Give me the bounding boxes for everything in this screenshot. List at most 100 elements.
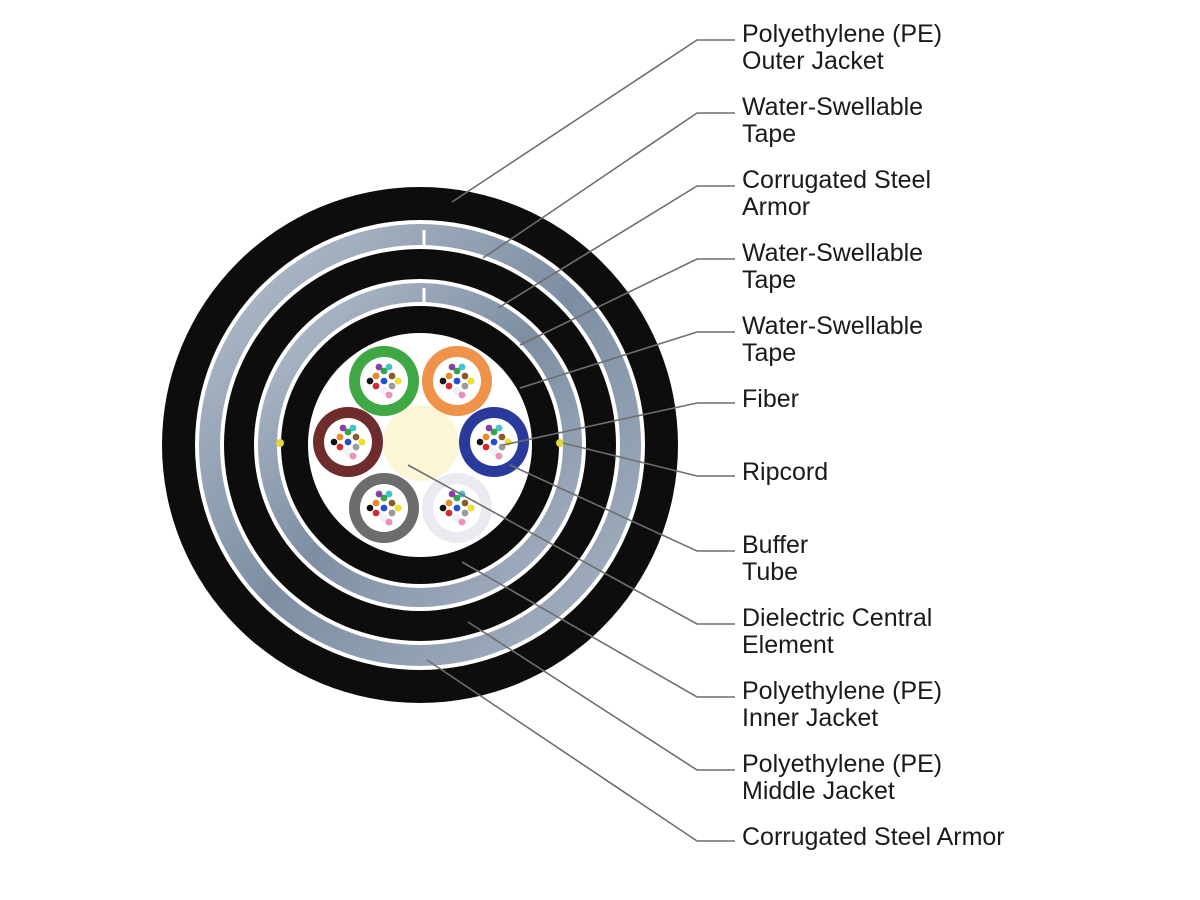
label-line: Tape	[742, 266, 796, 294]
fiber	[372, 499, 380, 507]
fiber	[380, 494, 388, 502]
label-line: Water-Swellable	[742, 239, 923, 267]
label-line: Buffer	[742, 531, 808, 559]
fiber	[336, 433, 344, 441]
fiber	[467, 377, 475, 385]
fiber	[394, 377, 402, 385]
fiber	[490, 438, 498, 446]
fiber	[372, 509, 380, 517]
fiber	[461, 499, 469, 507]
fiber	[453, 367, 461, 375]
fiber	[448, 363, 456, 371]
buffer-tube	[313, 407, 383, 477]
fiber	[330, 438, 338, 446]
fiber	[349, 452, 357, 460]
label-line: Armor	[742, 193, 810, 221]
fiber	[482, 433, 490, 441]
label-line: Water-Swellable	[742, 312, 923, 340]
fiber	[448, 490, 456, 498]
fiber	[498, 433, 506, 441]
leader-line-outer-jacket	[451, 39, 735, 203]
fiber	[388, 509, 396, 517]
fiber	[344, 428, 352, 436]
leader-line-water-tape-1	[482, 112, 735, 259]
label-line: Inner Jacket	[742, 704, 878, 732]
fiber	[445, 372, 453, 380]
label-ripcord: Ripcord	[742, 458, 828, 486]
label-line: Dielectric Central	[742, 604, 932, 632]
fiber	[388, 372, 396, 380]
buffer-tube	[349, 346, 419, 416]
fiber	[366, 504, 374, 512]
fiber	[385, 518, 393, 526]
fiber	[445, 499, 453, 507]
fiber	[394, 504, 402, 512]
fiber	[467, 504, 475, 512]
fiber	[453, 504, 461, 512]
fiber	[372, 382, 380, 390]
fiber	[375, 490, 383, 498]
fiber	[453, 494, 461, 502]
label-line: Fiber	[742, 385, 799, 413]
buffer-tube	[422, 346, 492, 416]
fiber	[439, 377, 447, 385]
label-line: Corrugated Steel	[742, 166, 931, 194]
fiber	[458, 391, 466, 399]
label-line: Outer Jacket	[742, 47, 884, 75]
label-line: Element	[742, 631, 834, 659]
fiber	[358, 438, 366, 446]
label-line: Middle Jacket	[742, 777, 895, 805]
leader-line-steel-armor-inner	[497, 185, 735, 309]
fiber	[445, 509, 453, 517]
label-inner-jacket: Polyethylene (PE)Inner Jacket	[742, 677, 942, 732]
label-line: Ripcord	[742, 458, 828, 486]
leader-line-ripcord	[562, 442, 735, 477]
leader-line-fiber	[502, 402, 735, 446]
label-outer-jacket: Polyethylene (PE)Outer Jacket	[742, 20, 942, 75]
fiber	[349, 424, 357, 432]
label-line: Polyethylene (PE)	[742, 750, 942, 778]
fiber	[366, 377, 374, 385]
buffer-tube	[459, 407, 529, 477]
leader-line-buffer-tube	[509, 464, 735, 552]
fiber	[482, 443, 490, 451]
fiber	[372, 372, 380, 380]
fiber	[388, 499, 396, 507]
fiber	[380, 504, 388, 512]
fiber	[380, 367, 388, 375]
fiber	[445, 382, 453, 390]
buffer-tube	[422, 473, 492, 543]
fiber	[385, 490, 393, 498]
fiber	[339, 424, 347, 432]
fiber	[344, 448, 352, 456]
label-line: Polyethylene (PE)	[742, 20, 942, 48]
central-element	[383, 405, 459, 481]
fiber	[453, 377, 461, 385]
label-line: Tape	[742, 339, 796, 367]
ripcord-right	[556, 439, 564, 447]
leader-line-middle-jacket	[467, 621, 735, 771]
fiber	[476, 438, 484, 446]
fiber	[385, 391, 393, 399]
fiber	[375, 363, 383, 371]
fiber	[461, 372, 469, 380]
leader-lines	[407, 39, 735, 842]
fiber	[458, 363, 466, 371]
leader-line-central-element	[407, 464, 735, 625]
fiber	[380, 514, 388, 522]
leader-line-inner-jacket	[461, 561, 735, 698]
fiber	[336, 443, 344, 451]
label-middle-jacket: Polyethylene (PE)Middle Jacket	[742, 750, 942, 805]
component-labels: Polyethylene (PE)Outer JacketWater-Swell…	[742, 20, 1005, 851]
cable-cross-section	[162, 187, 678, 703]
fiber	[352, 433, 360, 441]
fiber	[458, 518, 466, 526]
fiber	[461, 509, 469, 517]
fiber	[495, 424, 503, 432]
fiber	[453, 387, 461, 395]
